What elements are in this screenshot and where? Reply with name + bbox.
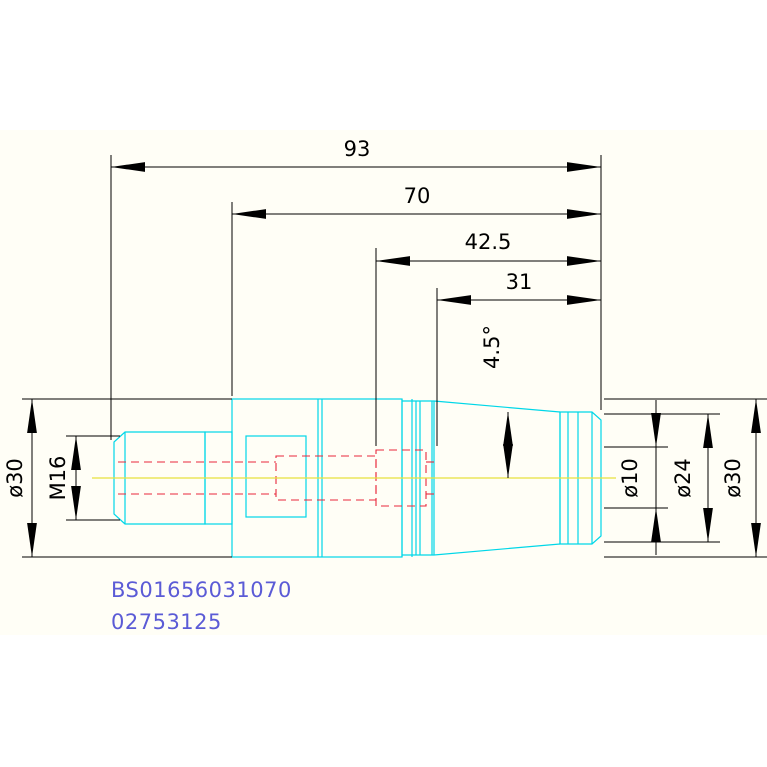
dim-text-taper-dia: ø24 — [671, 458, 695, 498]
dim-text-dia-right: ø30 — [721, 458, 745, 498]
dim-text-93: 93 — [344, 137, 371, 161]
dim-text-bore: ø10 — [618, 458, 642, 498]
dim-text-taper-angle: 4.5° — [480, 325, 504, 369]
dim-text-31: 31 — [506, 270, 533, 294]
dim-text-dia-left: ø30 — [3, 458, 27, 498]
dim-text-42-5: 42.5 — [465, 230, 512, 254]
hex-recess-outline — [245, 435, 307, 518]
dim-text-70: 70 — [404, 184, 431, 208]
part-code: BS01656031070 — [111, 578, 292, 602]
dimensions — [22, 155, 767, 558]
dim-text-thread: M16 — [46, 456, 70, 501]
part-number: 02753125 — [111, 610, 222, 634]
